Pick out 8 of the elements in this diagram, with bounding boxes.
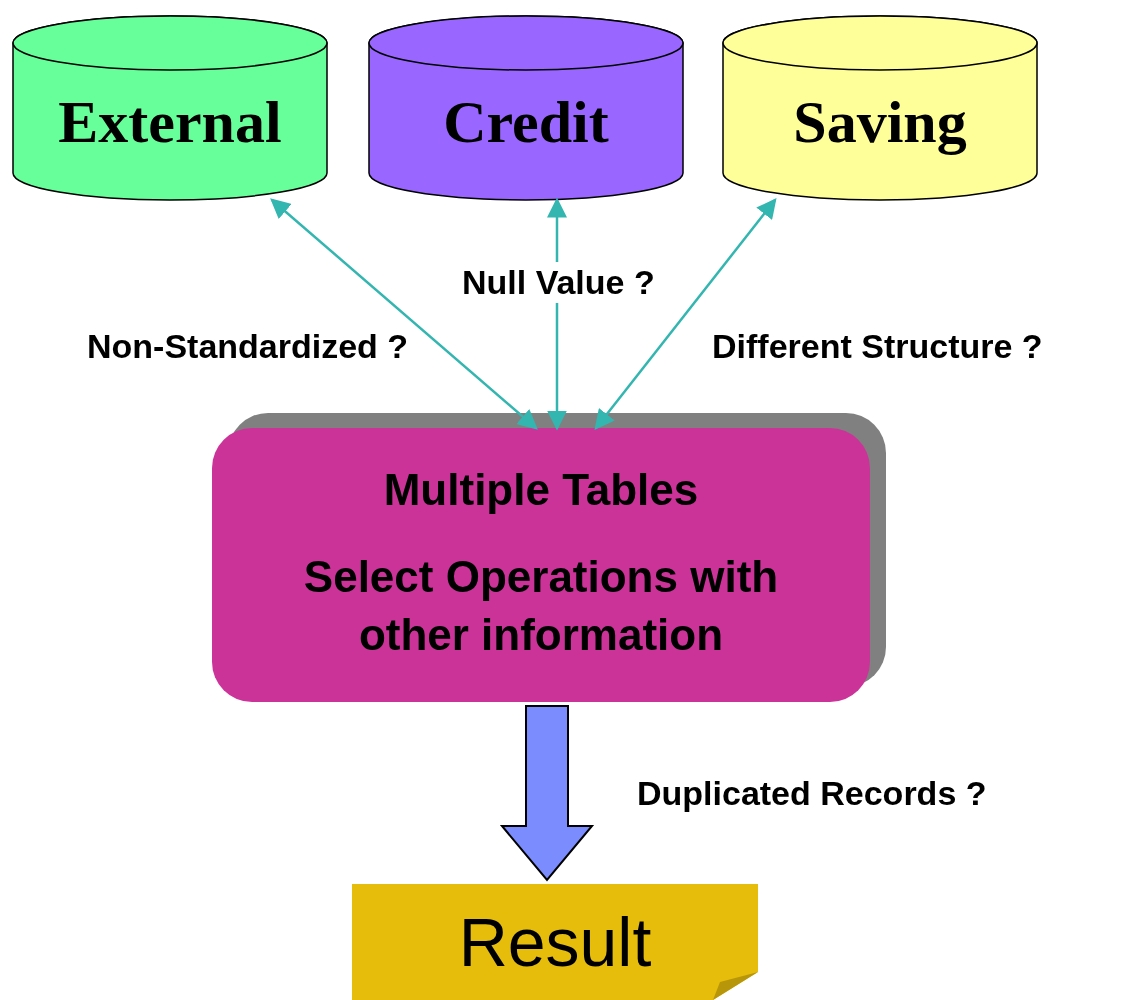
- arrow: [594, 198, 777, 430]
- box-heading: Multiple Tables: [383, 464, 699, 517]
- box-body: Select Operations with other information: [302, 551, 780, 661]
- database-label: External: [58, 92, 282, 152]
- result-label: Result: [458, 908, 652, 976]
- database-label: Credit: [443, 92, 609, 152]
- block-arrow: [499, 705, 595, 882]
- arrow: [270, 198, 538, 430]
